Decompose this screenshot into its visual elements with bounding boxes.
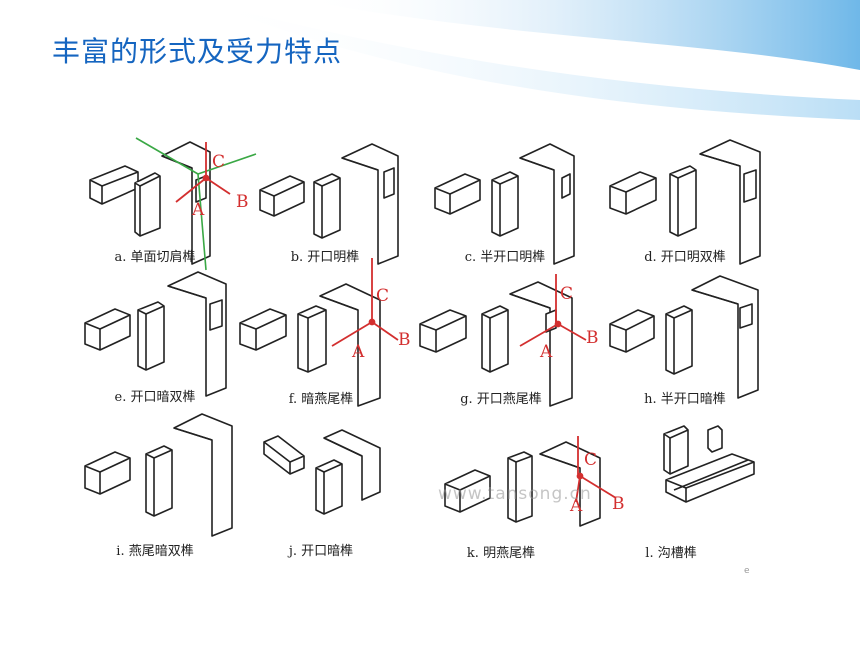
axis-label-c-k: C [584,450,598,470]
header-swoosh-decoration [200,0,860,120]
axis-label-c-g: C [560,284,574,304]
joint-drawing-e [84,271,227,397]
joint-drawing-j [263,429,381,515]
caption-j: j. 开口暗榫 [288,544,354,559]
axis-label-b-g: B [586,328,599,348]
joint-drawing-h [609,275,759,399]
joint-drawing-i [84,413,233,537]
caption-i: i. 燕尾暗双榫 [116,544,194,559]
axis-label-b-f: B [398,330,411,350]
caption-k: k. 明燕尾榫 [466,546,536,561]
caption-h: h. 半开口暗榫 [644,392,726,407]
joint-drawing-k [444,441,601,527]
joint-drawing-a [89,141,211,265]
caption-e: e. 开口暗双榫 [114,390,196,405]
axis-label-b-k: B [612,494,625,514]
axis-label-b-a: B [236,192,249,212]
joint-drawing-d [609,139,761,265]
caption-f: f. 暗燕尾榫 [288,392,354,407]
small-mark: e [744,566,750,576]
caption-c: c. 半开口明榫 [464,250,546,265]
axis-label-a-k: A [570,496,583,516]
force-arrows [175,142,617,503]
axis-label-a-f: A [352,342,365,362]
caption-l: l. 沟槽榫 [645,546,697,561]
watermark: www.tansong.cn [438,484,592,504]
joint-types-figure: C A B C A B C A B C A B a. 单面切肩榫 b. 开口明榫… [80,118,770,588]
axis-label-a-g: A [540,342,553,362]
joint-drawing-b [259,143,399,265]
green-axis-lines-a [135,137,257,271]
joint-drawing-l [663,425,755,503]
caption-a: a. 单面切肩榫 [114,250,196,265]
joint-drawing-f [239,283,381,407]
caption-b: b. 开口明榫 [290,250,360,265]
axis-label-a-a: A [192,200,205,220]
joint-drawings [84,137,761,537]
caption-d: d. 开口明双榫 [644,250,726,265]
joint-drawing-c [434,143,575,265]
slide-title: 丰富的形式及受力特点 [52,35,343,68]
axis-label-c-a: C [212,152,226,172]
axis-label-c-f: C [376,286,390,306]
caption-g: g. 开口燕尾榫 [460,392,542,407]
